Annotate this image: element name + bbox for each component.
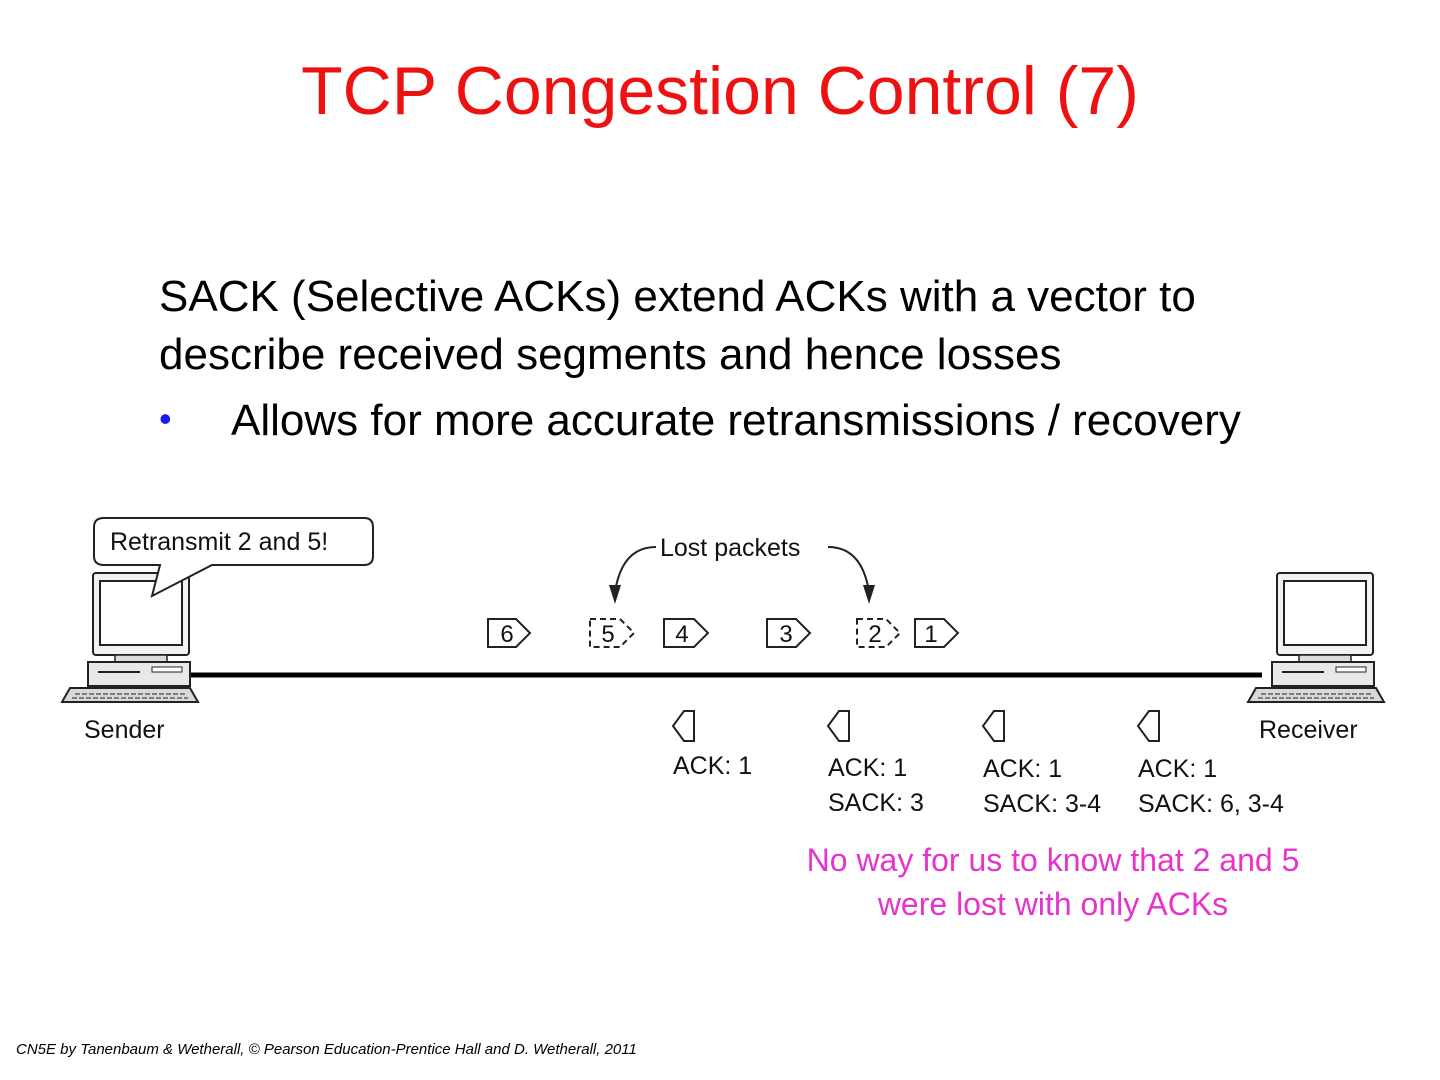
packet-label: 2 — [868, 621, 881, 648]
ack-packet — [981, 710, 1005, 742]
ack-packet — [1136, 710, 1160, 742]
packet-6: 6 — [487, 618, 532, 648]
packet-label: 3 — [779, 621, 792, 648]
packet-4: 4 — [663, 618, 710, 648]
note-text: No way for us to know that 2 and 5 were … — [806, 842, 1300, 922]
ack-packet — [671, 710, 695, 742]
lost-arrow-left — [614, 546, 657, 593]
packet-2-lost: 2 — [856, 618, 902, 648]
receiver-computer-icon — [1246, 572, 1386, 703]
packet-1: 1 — [914, 618, 960, 648]
ack-label: ACK: 1 — [1138, 755, 1217, 783]
ack-packet — [826, 710, 850, 742]
lost-arrow-right — [827, 546, 870, 593]
sack-label: SACK: 6, 3-4 — [1138, 790, 1284, 818]
bullet-dot-icon: • — [159, 398, 172, 439]
packet-5-lost: 5 — [589, 618, 636, 648]
packet-label: 6 — [500, 621, 513, 648]
bullet-text: Allows for more accurate retransmissions… — [231, 396, 1241, 445]
packet-3: 3 — [766, 618, 812, 648]
packet-label: 5 — [601, 621, 614, 648]
speech-bubble-text: Retransmit 2 and 5! — [110, 528, 328, 556]
lost-arrow-right-head — [863, 585, 875, 604]
receiver-label: Receiver — [1259, 716, 1358, 744]
ack-label: ACK: 1 — [673, 752, 752, 780]
sack-label: SACK: 3 — [828, 789, 924, 817]
lost-arrow-left-head — [609, 585, 621, 604]
speech-bubble — [93, 517, 374, 598]
sender-computer-icon — [60, 572, 200, 703]
lost-packets-label: Lost packets — [660, 534, 800, 562]
body-paragraph: SACK (Selective ACKs) extend ACKs with a… — [159, 272, 1196, 379]
packet-label: 4 — [675, 621, 688, 648]
packet-label: 1 — [924, 621, 937, 648]
ack-label: ACK: 1 — [983, 755, 1062, 783]
slide-title: TCP Congestion Control (7) — [301, 53, 1139, 129]
ack-label: ACK: 1 — [828, 754, 907, 782]
sender-label: Sender — [84, 716, 165, 744]
footer-credit: CN5E by Tanenbaum & Wetherall, © Pearson… — [16, 1041, 637, 1058]
sack-label: SACK: 3-4 — [983, 790, 1101, 818]
